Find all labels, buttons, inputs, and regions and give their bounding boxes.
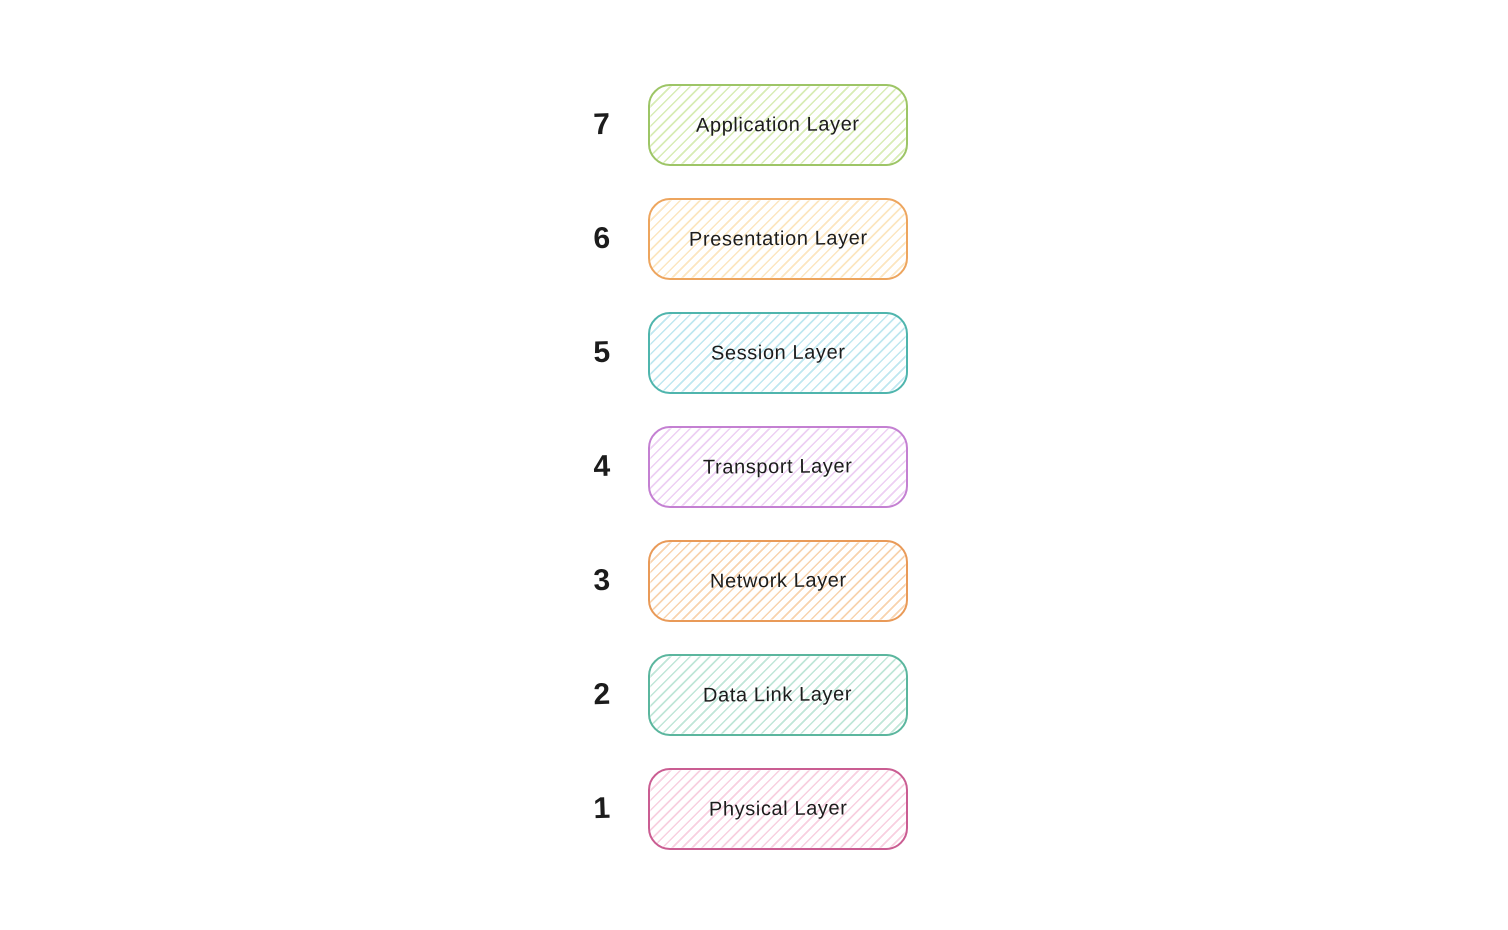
- layer-box-data-link: Data Link Layer: [648, 654, 908, 736]
- layer-label-physical: Physical Layer: [708, 796, 848, 821]
- layer-label-transport: Transport Layer: [703, 454, 853, 479]
- layer-box-session: Session Layer: [648, 312, 908, 394]
- layer-number-4: 4: [592, 449, 612, 484]
- layer-box-physical: Physical Layer: [648, 768, 908, 850]
- layer-label-presentation: Presentation Layer: [688, 226, 868, 251]
- layer-number-1: 1: [592, 791, 612, 826]
- layer-box-application: Application Layer: [648, 84, 908, 166]
- layer-number-3: 3: [592, 563, 612, 598]
- layer-number-2: 2: [592, 677, 612, 712]
- layer-box-network: Network Layer: [648, 540, 908, 622]
- layer-label-application: Application Layer: [696, 112, 860, 137]
- osi-layer-row-3: 3 Network Layer: [582, 540, 908, 622]
- layer-box-presentation: Presentation Layer: [648, 198, 908, 280]
- layer-label-network: Network Layer: [709, 568, 847, 593]
- osi-layer-stack: 7 Application Layer 6 Presentation Layer…: [582, 84, 908, 850]
- osi-layer-row-1: 1 Physical Layer: [582, 768, 908, 850]
- osi-layer-row-4: 4 Transport Layer: [582, 426, 908, 508]
- layer-number-6: 6: [592, 221, 612, 256]
- osi-layer-row-2: 2 Data Link Layer: [582, 654, 908, 736]
- osi-layer-row-6: 6 Presentation Layer: [582, 198, 908, 280]
- layer-label-session: Session Layer: [710, 340, 846, 365]
- layer-number-7: 7: [592, 107, 612, 142]
- layer-label-data-link: Data Link Layer: [703, 682, 853, 707]
- layer-box-transport: Transport Layer: [648, 426, 908, 508]
- osi-layer-row-5: 5 Session Layer: [582, 312, 908, 394]
- layer-number-5: 5: [592, 335, 612, 370]
- osi-layer-row-7: 7 Application Layer: [582, 84, 908, 166]
